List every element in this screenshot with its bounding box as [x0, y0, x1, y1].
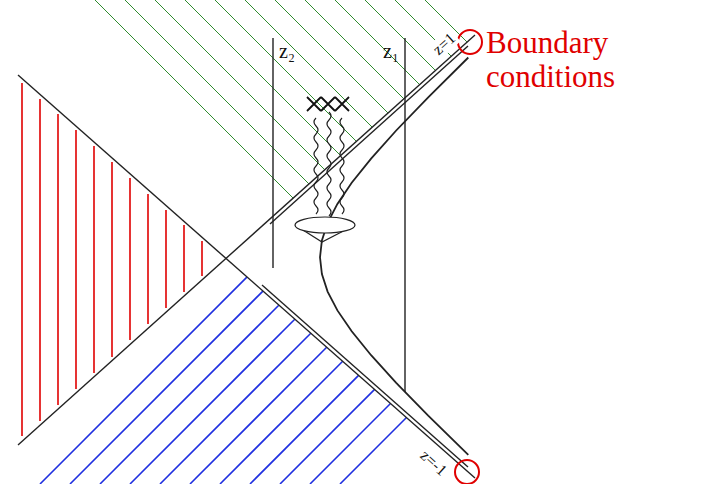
- boundary-line-label: z=1: [428, 28, 461, 60]
- hyperbola-worldline: [320, 58, 468, 455]
- boundary-line-label: z=-1: [416, 445, 453, 480]
- z-line-label: z₁: [383, 40, 399, 62]
- boundary-circles: [455, 30, 482, 484]
- cone: [295, 217, 355, 242]
- wavy-lines: [314, 112, 344, 216]
- boundary-note: Boundary conditions: [486, 26, 718, 94]
- blue-hatching: [40, 277, 407, 484]
- cross-marks: [307, 97, 349, 111]
- light-cone-lines: [18, 35, 475, 478]
- red-hatching: [22, 83, 202, 436]
- z-line-label: z₂: [279, 40, 295, 62]
- green-hatching: [95, 0, 467, 198]
- z-lines: [273, 38, 405, 392]
